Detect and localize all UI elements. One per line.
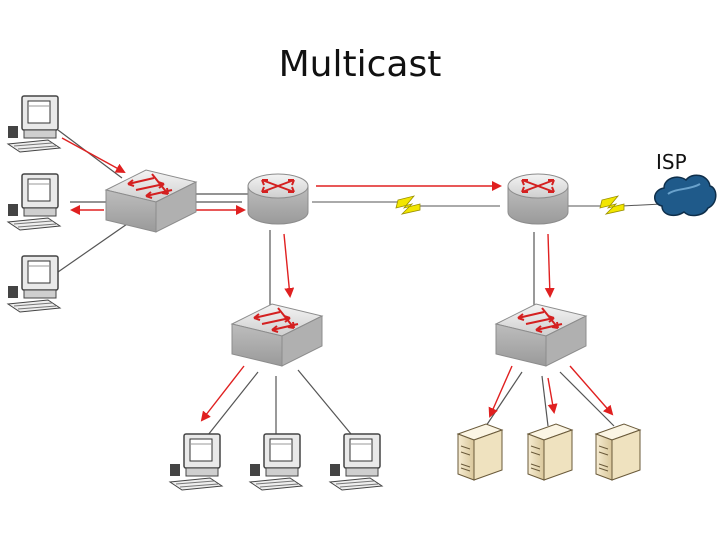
workstation-icon <box>329 433 383 491</box>
multicast-arrow <box>488 365 513 418</box>
switch-icon <box>105 169 197 233</box>
wan-bolt-icon <box>395 195 421 215</box>
diagram-title: Multicast <box>278 44 442 85</box>
link-swbr-srv2 <box>541 375 549 427</box>
multicast-arrow <box>544 233 555 298</box>
multicast-arrow <box>569 365 614 416</box>
workstation-icon <box>169 433 223 491</box>
server-icon <box>457 423 503 481</box>
workstation-icon <box>7 255 61 313</box>
switch-icon <box>495 303 587 367</box>
isp-cloud-icon <box>654 174 717 217</box>
multicast-arrow <box>200 365 245 422</box>
workstation-icon <box>7 95 61 153</box>
wan-bolt-icon <box>599 195 625 215</box>
link-swbr-srv3 <box>559 371 615 427</box>
router-icon <box>507 173 569 225</box>
multicast-arrow <box>61 137 126 173</box>
multicast-arrow <box>283 233 295 298</box>
workstation-icon <box>7 173 61 231</box>
server-icon <box>527 423 573 481</box>
router-icon <box>247 173 309 225</box>
link-pc3-switch <box>57 221 131 273</box>
isp-label: ISP <box>656 150 687 174</box>
server-icon <box>595 423 641 481</box>
link-swbr-srv1 <box>485 371 523 427</box>
link-swbl-pc3 <box>297 369 357 441</box>
workstation-icon <box>249 433 303 491</box>
multicast-arrow <box>547 377 558 414</box>
switch-icon <box>231 303 323 367</box>
link-swbl-pc1 <box>203 371 259 441</box>
